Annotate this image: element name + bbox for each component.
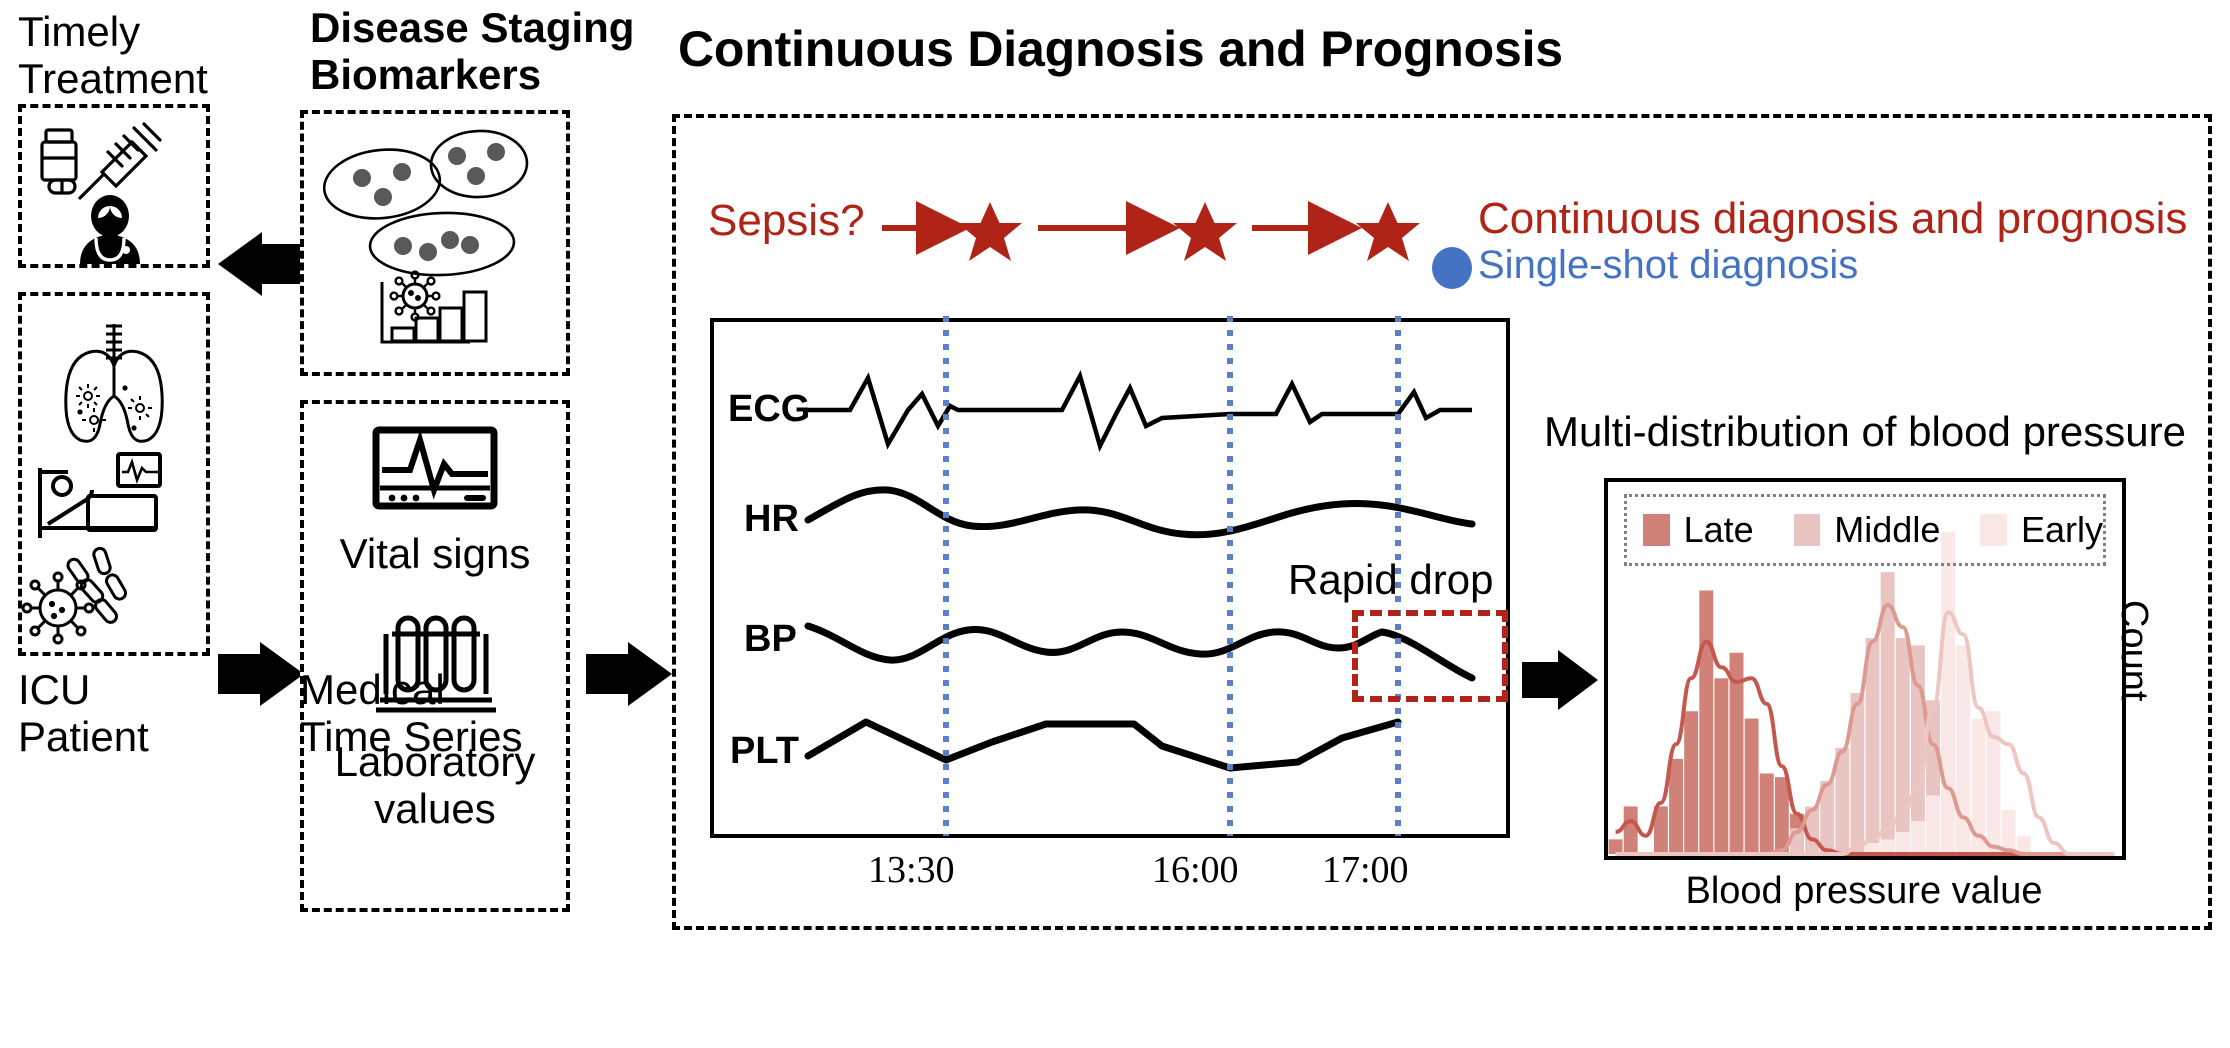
hist-bar <box>1971 718 1986 854</box>
hist-bar <box>1895 638 1910 854</box>
hist-bar <box>2016 835 2031 854</box>
signal-label-hr: HR <box>744 498 799 540</box>
signal-label-bp: BP <box>744 618 797 660</box>
infected-lungs-icon <box>64 324 164 443</box>
bacteria-icon <box>66 546 127 624</box>
time-tick-1330: 13:30 <box>868 849 955 891</box>
icu-patient-icons-group <box>21 324 164 645</box>
treatment-icons-group <box>40 122 162 264</box>
hist-bar <box>1623 806 1638 854</box>
medical-time-series-box: Vital signs Laboratory values <box>300 400 570 912</box>
kde-curve-early <box>1615 610 2115 856</box>
doctor-icon <box>80 195 140 264</box>
icu-patient-caption: ICU Patient <box>18 666 149 761</box>
hr-waveform <box>804 486 1476 539</box>
virus-icon <box>21 571 95 645</box>
legend-label-early: Early <box>2020 509 2103 550</box>
hist-bar <box>1744 718 1759 854</box>
hist-bar <box>2001 810 2016 854</box>
histogram-title: Multi-distribution of blood pressure <box>1544 408 2186 455</box>
arrow-biomarkers-to-treatment <box>218 232 304 296</box>
time-tick-1600: 16:00 <box>1152 849 1239 891</box>
icu-patient-box <box>18 292 210 656</box>
blue-dot-marker <box>1432 247 1472 289</box>
star-marker <box>958 202 1022 261</box>
legend-label-late: Late <box>1683 509 1754 550</box>
hist-bar <box>1880 839 1895 854</box>
signal-label-plt: PLT <box>730 730 799 772</box>
legend-continuous-label: Continuous diagnosis and prognosis <box>1478 194 2188 243</box>
bp-waveform <box>804 622 1476 682</box>
page-title: Continuous Diagnosis and Prognosis <box>678 21 1563 77</box>
hist-bar <box>1759 773 1774 854</box>
signal-label-ecg: ECG <box>728 388 811 430</box>
legend-single-shot-label: Single-shot diagnosis <box>1478 243 1859 287</box>
ecg-waveform <box>808 370 1472 453</box>
arrow-timeseries-to-histogram <box>1522 650 1598 710</box>
hist-bar <box>1880 572 1895 854</box>
hist-bar <box>1910 821 1925 854</box>
hist-bar <box>1669 758 1683 854</box>
histogram-plot <box>1604 478 2126 860</box>
patient-in-bed-icon <box>38 452 162 538</box>
vital-signs-label: Vital signs <box>339 530 531 577</box>
vital-signs-monitor-icon <box>372 426 498 510</box>
hist-bar <box>1835 747 1850 854</box>
arrow-timeseries-to-main <box>586 642 672 706</box>
histogram-xlabel: Blood pressure value <box>1685 870 2043 912</box>
medical-time-series-caption: Medical Time Series <box>300 666 523 761</box>
time-series-plot <box>710 318 1510 838</box>
star-marker <box>1356 202 1420 261</box>
disease-staging-caption: Disease Staging Biomarkers <box>310 4 635 99</box>
hist-bar <box>1850 692 1865 854</box>
sepsis-question-label: Sepsis? <box>708 196 865 245</box>
rapid-drop-highlight-box <box>1352 610 1508 702</box>
star-marker <box>1173 202 1237 261</box>
hist-bar <box>1865 843 1880 854</box>
histogram-ylabel: Count <box>2113 600 2155 702</box>
signal-waveforms <box>804 370 1476 772</box>
hist-bar <box>1729 652 1744 854</box>
hist-bar <box>1956 645 1971 854</box>
hist-bar <box>1608 839 1623 854</box>
syringe-icon <box>78 122 162 200</box>
virus-bar-chart-icon <box>380 270 488 344</box>
legend-swatch-early <box>1980 514 2007 546</box>
timely-treatment-caption: Timely Treatment <box>18 8 208 103</box>
hist-bar <box>1699 590 1714 854</box>
hist-series-late <box>1608 590 1804 854</box>
time-markers <box>943 316 1401 836</box>
plt-waveform <box>804 718 1402 772</box>
hist-bar <box>1714 678 1729 854</box>
biomarker-clusters-icon <box>322 129 529 344</box>
timeline-arrows-and-stars <box>882 201 1420 261</box>
hist-bar <box>1986 711 2001 854</box>
laboratory-values-label: Laboratory values <box>334 738 536 833</box>
hist-bar <box>1895 832 1910 854</box>
hist-bar <box>1684 711 1699 854</box>
hist-bar <box>1941 531 1956 854</box>
legend-swatch-late <box>1643 514 1670 546</box>
hist-bar <box>1820 780 1835 854</box>
rapid-drop-annotation: Rapid drop <box>1288 556 1494 603</box>
legend-swatch-middle <box>1793 514 1821 546</box>
histogram-canvas <box>1608 531 2115 856</box>
hist-bar <box>1774 777 1789 854</box>
hist-bar <box>1653 806 1668 854</box>
histogram-legend: Late Middle Early <box>1624 494 2106 566</box>
pill-bottle-icon <box>40 128 78 195</box>
test-tubes-icon <box>376 615 496 713</box>
hist-bar <box>1926 795 1940 854</box>
timely-treatment-box <box>18 104 210 268</box>
legend-label-middle: Middle <box>1834 509 1941 550</box>
disease-staging-box <box>300 110 570 376</box>
hist-bar <box>1865 638 1880 854</box>
time-tick-1700: 17:00 <box>1322 849 1409 891</box>
arrow-patient-to-timeseries <box>218 642 304 706</box>
